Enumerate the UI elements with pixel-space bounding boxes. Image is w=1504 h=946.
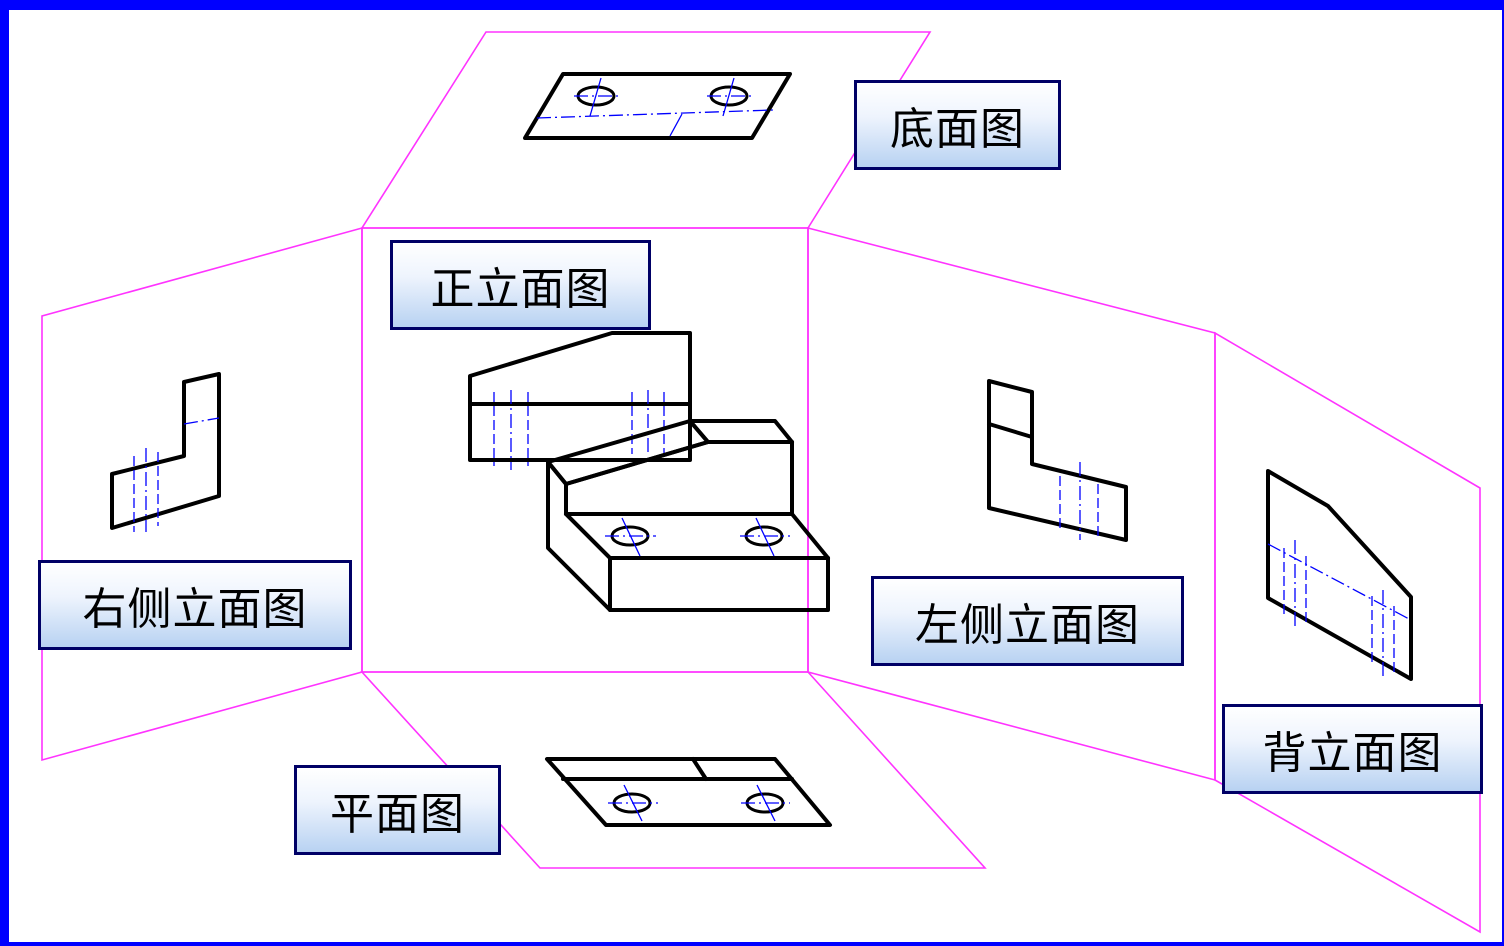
object-upper-front — [564, 440, 794, 516]
object-sloped-top — [546, 419, 710, 486]
back-view-hidden-diag — [1267, 543, 1412, 621]
object-base-front — [608, 556, 830, 612]
label-bottom-view: 底面图 — [854, 80, 1061, 170]
right-view-hidden-h — [183, 417, 220, 425]
right-side-view-drawing — [110, 372, 221, 532]
bottom-view-outline — [523, 72, 792, 140]
bottom-view-center-left-v — [589, 77, 602, 117]
plan-view-center-right-v — [756, 784, 776, 822]
front-view-outline — [468, 331, 692, 462]
front-view-drawing — [468, 331, 692, 470]
label-plan-view: 平面图 — [294, 765, 501, 855]
left-view-outline — [987, 379, 1128, 542]
plan-view-drawing — [545, 757, 832, 827]
right-view-outline — [110, 372, 221, 530]
left-side-plane — [807, 226, 1216, 782]
label-back-view: 背立面图 — [1222, 704, 1483, 794]
left-side-view-drawing — [987, 379, 1128, 542]
isometric-object — [546, 419, 830, 612]
object-hole-right-center-v — [755, 517, 775, 557]
bottom-view-hidden-tick — [669, 113, 683, 137]
bottom-view-drawing — [523, 72, 792, 140]
object-hole-left-center-v — [621, 517, 641, 557]
bottom-view-hidden-line — [536, 109, 774, 119]
label-front-view: 正立面图 — [390, 240, 651, 330]
right-side-plane — [41, 226, 363, 762]
plan-view-outline — [545, 757, 832, 827]
label-left-side-view: 左侧立面图 — [871, 576, 1184, 666]
left-view-step-line — [987, 422, 1034, 439]
object-upper-top — [688, 419, 794, 444]
bottom-view-center-right-v — [722, 77, 735, 117]
label-right-side-view: 右侧立面图 — [38, 560, 352, 650]
plan-view-divider — [691, 757, 708, 781]
back-plane — [1214, 331, 1481, 934]
object-left-face — [546, 460, 612, 612]
top-plane-bottom-view — [360, 31, 932, 229]
back-view-drawing — [1266, 469, 1413, 681]
plan-view-center-left-v — [623, 784, 643, 822]
projection-planes — [41, 31, 1481, 934]
back-view-outline — [1266, 469, 1413, 681]
